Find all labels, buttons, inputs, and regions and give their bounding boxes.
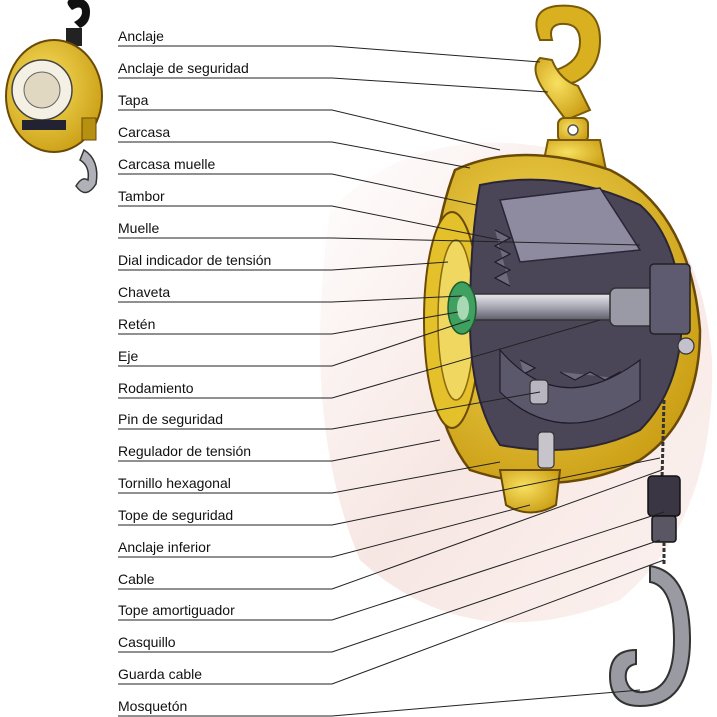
- label-chaveta: Chaveta: [118, 284, 170, 300]
- label-muelle: Muelle: [118, 220, 159, 236]
- balancer-thumbnail-icon: [6, 0, 102, 193]
- leader-line: [118, 690, 640, 716]
- label-pin-de-seguridad: Pin de seguridad: [118, 411, 223, 427]
- label-tapa: Tapa: [118, 92, 148, 108]
- label-anclaje-inferior: Anclaje inferior: [118, 539, 211, 555]
- label-cable: Cable: [118, 571, 155, 587]
- label-tope-de-seguridad: Tope de seguridad: [118, 507, 233, 523]
- label-rodamiento: Rodamiento: [118, 380, 194, 396]
- label-anclaje: Anclaje: [118, 28, 164, 44]
- leader-line: [118, 110, 500, 150]
- label-carcasa: Carcasa: [118, 124, 170, 140]
- label-dial-indicador-de-tension: Dial indicador de tensión: [118, 252, 271, 268]
- label-tornillo-hexagonal: Tornillo hexagonal: [118, 475, 231, 491]
- label-regulador-de-tension: Regulador de tensión: [118, 443, 251, 459]
- anchor-hook-icon: [536, 6, 607, 170]
- label-anclaje-de-seguridad: Anclaje de seguridad: [118, 60, 249, 76]
- label-casquillo: Casquillo: [118, 634, 176, 650]
- label-guarda-cable: Guarda cable: [118, 666, 202, 682]
- label-reten: Retén: [118, 316, 155, 332]
- label-tope-amortiguador: Tope amortiguador: [118, 602, 235, 618]
- label-tambor: Tambor: [118, 188, 165, 204]
- leader-line: [118, 78, 548, 92]
- label-mosqueton: Mosquetón: [118, 698, 187, 714]
- label-eje: Eje: [118, 348, 138, 364]
- label-carcasa-muelle: Carcasa muelle: [118, 156, 215, 172]
